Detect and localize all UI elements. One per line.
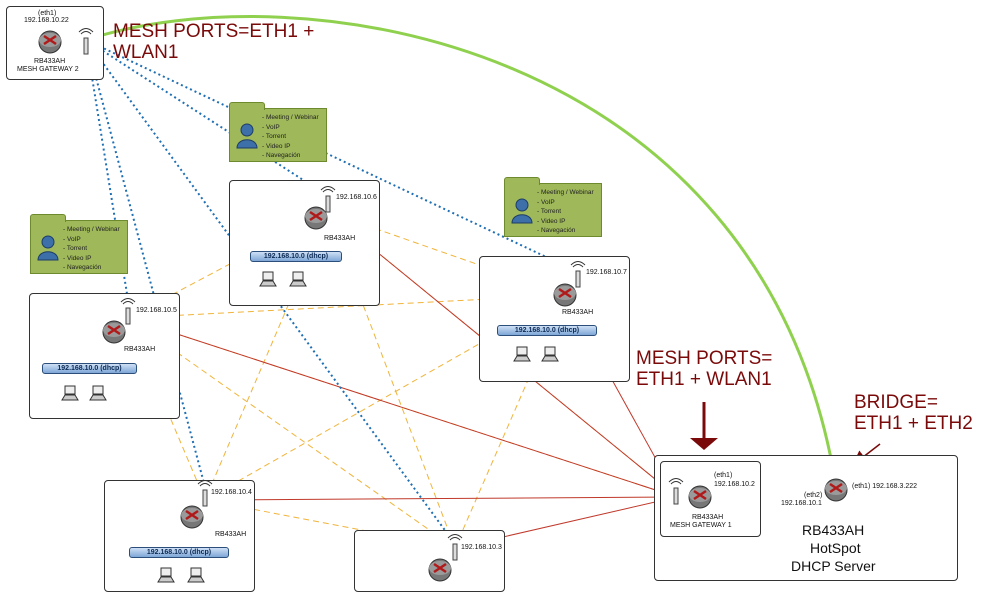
service-item: Torrent — [262, 132, 319, 142]
hotspot-role: HotSpot — [810, 540, 861, 556]
service-item: Meeting / Webinar — [63, 225, 120, 235]
node-ip: 192.168.10.3 — [461, 544, 502, 551]
gateway1-port: (eth1) — [714, 472, 733, 479]
subnet-bar: 192.168.10.0 (dhcp) — [129, 547, 229, 558]
node-model: RB433AH — [562, 309, 594, 316]
gateway2-port: (eth1) — [38, 10, 57, 17]
subnet-bar: 192.168.10.0 (dhcp) — [497, 325, 597, 336]
service-item: Video IP — [262, 142, 319, 152]
service-item: VoIP — [63, 235, 120, 245]
gateway1-ip: 192.168.10.2 — [714, 481, 755, 488]
node-ip: 192.168.10.6 — [336, 194, 377, 201]
gateway2-name: MESH GATEWAY 2 — [17, 66, 79, 73]
hotspot-eth2-ip: 192.168.10.1 — [781, 500, 822, 507]
bridge-annotation: BRIDGE= ETH1 + ETH2 — [854, 392, 973, 434]
services-folder: Meeting / Webinar VoIP Torrent Video IP … — [504, 177, 602, 237]
service-item: Meeting / Webinar — [262, 113, 319, 123]
service-item: Torrent — [63, 244, 120, 254]
service-item: VoIP — [262, 123, 319, 133]
user-icon — [511, 198, 533, 224]
services-list: Meeting / Webinar VoIP Torrent Video IP … — [537, 188, 594, 236]
node-model: RB433AH — [215, 531, 247, 538]
user-icon — [236, 123, 258, 149]
service-item: Navegación — [537, 226, 594, 236]
uplink-curve — [85, 15, 837, 481]
service-item: VoIP — [537, 198, 594, 208]
service-item: Torrent — [537, 207, 594, 217]
service-item: Meeting / Webinar — [537, 188, 594, 198]
node-model: RB433AH — [324, 235, 356, 242]
services-list: Meeting / Webinar VoIP Torrent Video IP … — [63, 225, 120, 273]
gateway2-mesh-annotation: MESH PORTS=ETH1 + WLAN1 — [113, 21, 315, 63]
gateway1-mesh-annotation: MESH PORTS= ETH1 + WLAN1 — [636, 348, 773, 390]
subnet-bar: 192.168.10.0 (dhcp) — [42, 363, 137, 374]
service-item: Navegación — [262, 151, 319, 161]
gateway1-name: MESH GATEWAY 1 — [670, 522, 732, 529]
node-ip: 192.168.10.7 — [586, 269, 627, 276]
down-arrow-icon — [690, 438, 718, 450]
gateway2-model: RB433AH — [34, 58, 66, 65]
services-list: Meeting / Webinar VoIP Torrent Video IP … — [262, 113, 319, 161]
subnet-bar: 192.168.10.0 (dhcp) — [250, 251, 342, 262]
mesh-links — [85, 39, 579, 545]
node-ip: 192.168.10.4 — [211, 489, 252, 496]
service-item: Video IP — [537, 217, 594, 227]
service-item: Navegación — [63, 263, 120, 273]
node-ip: 192.168.10.5 — [136, 307, 177, 314]
node-model: RB433AH — [124, 346, 156, 353]
hotspot-eth2-label: (eth2) — [804, 492, 823, 499]
gateway1-model: RB433AH — [692, 514, 724, 521]
gateway2-ip: 192.168.10.22 — [24, 17, 69, 24]
services-folder: Meeting / Webinar VoIP Torrent Video IP … — [30, 214, 128, 274]
service-item: Video IP — [63, 254, 120, 264]
hotspot-model: RB433AH — [802, 522, 865, 538]
services-folder: Meeting / Webinar VoIP Torrent Video IP … — [229, 102, 327, 162]
node-box-10-4 — [104, 480, 255, 592]
hotspot-eth1-label: (eth1) 192.168.3.222 — [852, 483, 917, 490]
hotspot-service: DHCP Server — [791, 558, 876, 574]
user-icon — [37, 235, 59, 261]
